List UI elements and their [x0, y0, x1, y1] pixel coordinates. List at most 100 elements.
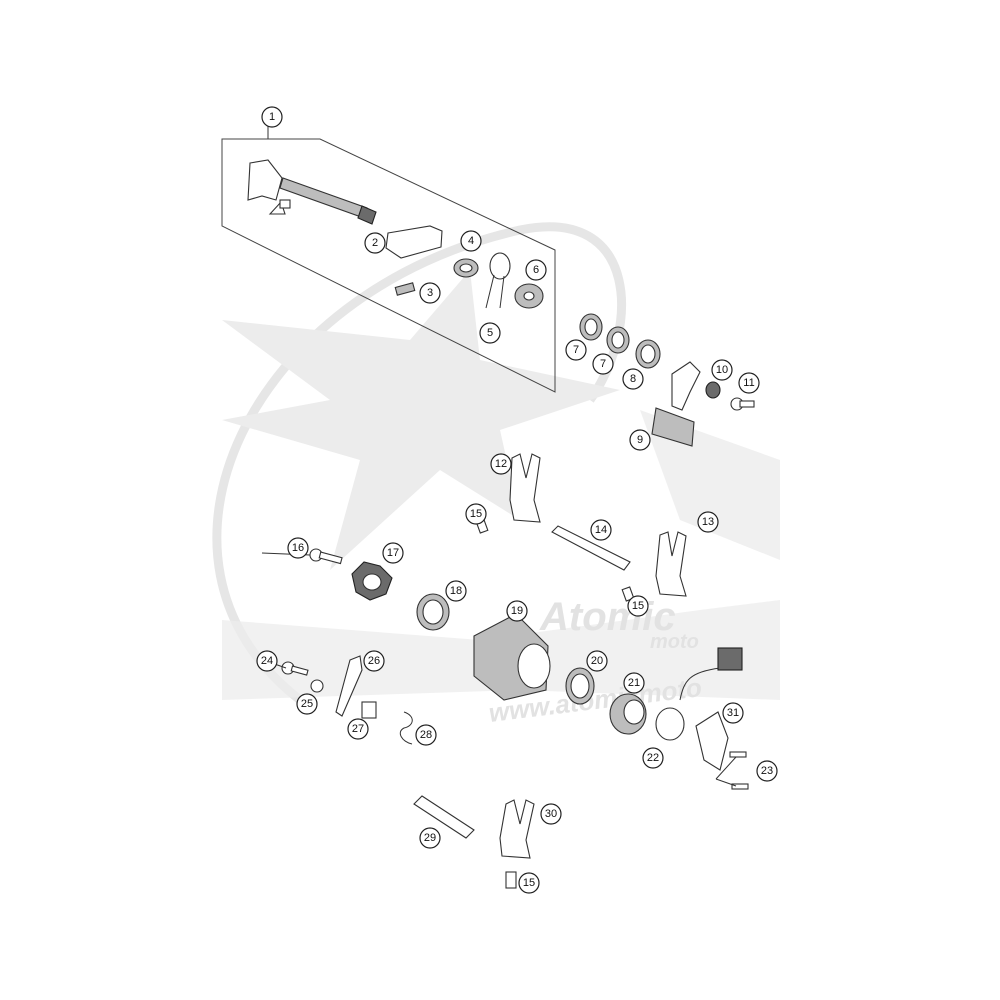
callout-7a: 7 — [565, 339, 587, 361]
callout-8: 8 — [622, 368, 644, 390]
svg-text:31: 31 — [727, 707, 739, 719]
part-bolt-16 — [309, 548, 343, 565]
callout-12: 12 — [490, 453, 512, 475]
part-locking-spring — [399, 711, 413, 745]
watermark-swoosh — [212, 222, 626, 704]
part-washer-25 — [310, 679, 324, 693]
callout-14: 14 — [590, 519, 612, 541]
callout-28: 28 — [415, 724, 437, 746]
part-shift-drum-locating — [351, 561, 393, 601]
callout-22: 22 — [642, 747, 664, 769]
svg-text:17: 17 — [387, 547, 399, 559]
callout-25: 25 — [296, 693, 318, 715]
callout-7b: 7 — [592, 353, 614, 375]
svg-text:22: 22 — [647, 752, 659, 764]
callout-24: 24 — [256, 650, 278, 672]
callout-17: 17 — [382, 542, 404, 564]
part-sensor-plate — [695, 711, 729, 771]
svg-text:10: 10 — [716, 364, 728, 376]
svg-text:23: 23 — [761, 765, 773, 777]
svg-text:8: 8 — [630, 373, 636, 385]
callout-9: 9 — [629, 429, 651, 451]
part-shift-fork-30 — [499, 799, 535, 859]
part-bearing-18 — [416, 593, 450, 631]
part-shift-lever — [651, 361, 701, 447]
part-shift-shaft — [247, 159, 377, 225]
part-return-spring — [485, 252, 511, 309]
callout-15b: 15 — [627, 595, 649, 617]
callout-20: 20 — [586, 650, 608, 672]
svg-text:15: 15 — [523, 877, 535, 889]
part-spacer-ring — [453, 258, 479, 278]
svg-text:4: 4 — [468, 235, 474, 247]
part-fork-shaft — [551, 525, 631, 571]
svg-text:21: 21 — [628, 677, 640, 689]
svg-text:30: 30 — [545, 808, 557, 820]
callout-6: 6 — [525, 259, 547, 281]
callout-13: 13 — [697, 511, 719, 533]
callout-3: 3 — [419, 282, 441, 304]
svg-text:20: 20 — [591, 655, 603, 667]
part-bearing-20 — [565, 667, 595, 705]
watermark-logo-subtext: moto — [650, 631, 699, 653]
assembly-frame — [221, 138, 556, 393]
svg-text:26: 26 — [368, 655, 380, 667]
part-washer-6 — [514, 283, 544, 309]
svg-text:9: 9 — [637, 434, 643, 446]
svg-text:24: 24 — [261, 655, 273, 667]
callout-18: 18 — [445, 580, 467, 602]
callout-31: 31 — [722, 702, 744, 724]
callout-15c: 15 — [518, 872, 540, 894]
part-shift-fork-13 — [655, 531, 687, 597]
svg-text:29: 29 — [424, 832, 436, 844]
watermark-logo-text: Atomic — [539, 595, 676, 639]
svg-text:13: 13 — [702, 516, 714, 528]
callout-16: 16 — [287, 537, 309, 559]
svg-text:16: 16 — [292, 542, 304, 554]
svg-text:11: 11 — [743, 377, 754, 389]
callout-30: 30 — [540, 803, 562, 825]
part-small-spring — [394, 282, 416, 296]
svg-text:28: 28 — [420, 729, 432, 741]
part-shift-fork-12 — [509, 453, 541, 523]
part-sensor-rotor — [609, 693, 647, 735]
callout-15a: 15 — [465, 503, 487, 525]
part-nut — [705, 381, 721, 399]
svg-text:15: 15 — [470, 508, 482, 520]
callout-23: 23 — [756, 760, 778, 782]
svg-text:19: 19 — [511, 605, 523, 617]
part-gear-sensor — [655, 647, 743, 741]
part-roller — [361, 701, 377, 719]
svg-text:12: 12 — [495, 458, 507, 470]
svg-text:6: 6 — [533, 264, 539, 276]
svg-text:25: 25 — [301, 698, 313, 710]
svg-text:18: 18 — [450, 585, 462, 597]
svg-text:15: 15 — [632, 600, 644, 612]
part-lever-screw — [730, 397, 755, 411]
callout-10: 10 — [711, 359, 733, 381]
svg-text:27: 27 — [352, 723, 364, 735]
frame-leader — [222, 118, 269, 140]
part-seal — [635, 339, 661, 369]
callouts: 1 2 3 4 5 6 7 7 8 9 10 11 12 13 14 15 15… — [256, 106, 778, 894]
part-bolt-24 — [281, 661, 309, 676]
callout-4: 4 — [460, 230, 482, 252]
watermark-star — [222, 270, 620, 570]
part-shift-plate — [385, 225, 443, 259]
svg-text:7: 7 — [600, 358, 606, 370]
svg-text:14: 14 — [595, 524, 607, 536]
part-guide-pin-c — [505, 871, 517, 889]
callout-11: 11 — [738, 372, 760, 394]
svg-text:7: 7 — [573, 344, 579, 356]
svg-text:3: 3 — [427, 287, 433, 299]
watermark-wing — [640, 410, 780, 560]
svg-text:2: 2 — [372, 237, 378, 249]
part-shift-drum — [473, 613, 551, 701]
part-sensor-screws — [729, 751, 749, 790]
svg-text:5: 5 — [487, 327, 493, 339]
part-fork-shaft-29 — [413, 795, 475, 839]
part-bushing-b — [606, 326, 630, 354]
callout-29: 29 — [419, 827, 441, 849]
